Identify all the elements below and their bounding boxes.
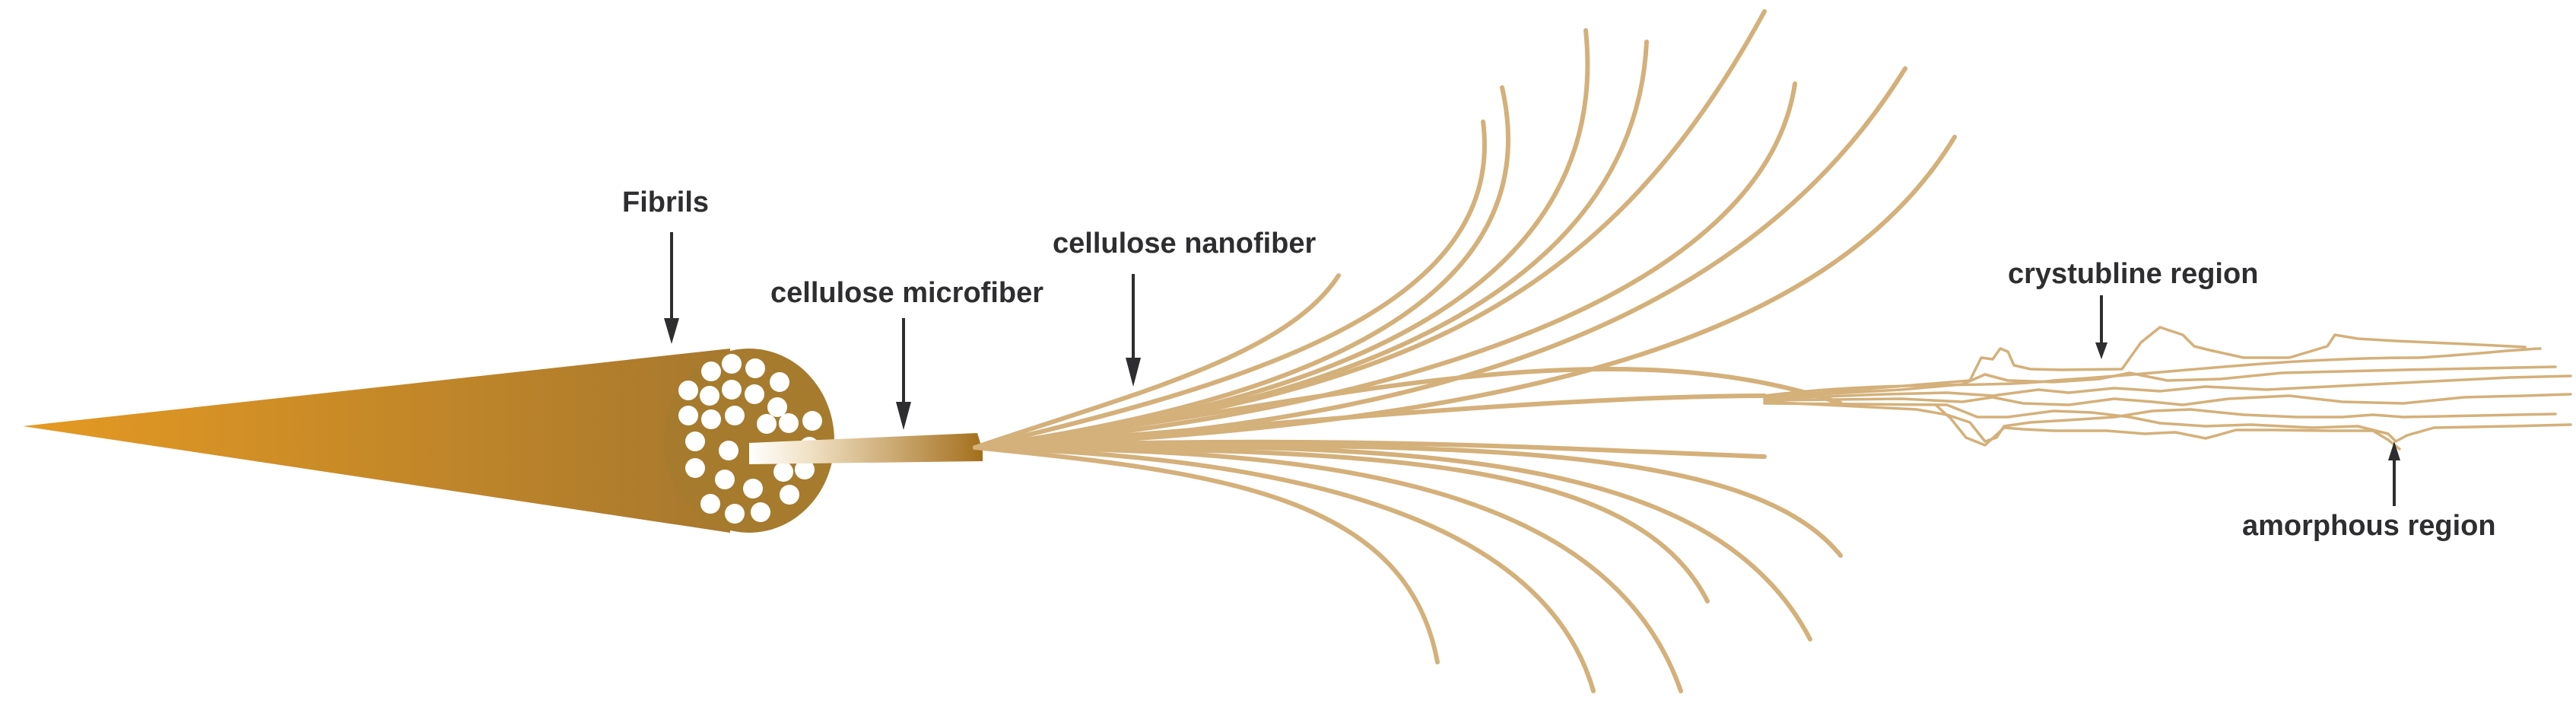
nanofiber-strand [973, 366, 1843, 450]
amorphous-region-label: amorphous region [2242, 510, 2496, 542]
nanofiber-strand [973, 443, 1843, 558]
fibril-holes [678, 354, 822, 524]
fibril-hole [795, 460, 815, 479]
fibril-line [1763, 393, 2572, 406]
fibril-line [1763, 365, 2557, 399]
crystalline-arrow [2095, 295, 2107, 359]
fibril-line [1763, 402, 2572, 443]
microfiber-arrow [896, 318, 911, 430]
fibril-hole [751, 502, 770, 522]
nanofiber-strand [973, 81, 1797, 450]
fibril-line [1763, 374, 2572, 400]
fibril-hole [685, 432, 705, 451]
nanofiber-strand [973, 119, 1487, 450]
fibril-hole [722, 354, 742, 374]
fibril-hole [770, 372, 789, 392]
fibril-hole [779, 413, 799, 433]
fibril-hole [700, 494, 720, 514]
nanofiber-label: cellulose nanofiber [1053, 228, 1317, 260]
fibril-hole [719, 441, 738, 460]
fibril-hole [701, 409, 721, 429]
fibril-hole [773, 462, 793, 482]
fibril-hole [715, 470, 735, 489]
nanofiber-strand [973, 439, 1767, 459]
microfiber-label: cellulose microfiber [770, 277, 1043, 309]
fibril-line [1934, 403, 2401, 451]
nanofiber-strand [973, 393, 1767, 450]
fibril-hole [767, 397, 787, 417]
fibril-hole [685, 458, 705, 478]
fibril-line [1763, 326, 2527, 399]
fibril-hole [701, 361, 721, 381]
fibril-hole [678, 406, 698, 425]
amorphous-arrow [2388, 441, 2400, 506]
nanofiber-strand [973, 273, 1341, 450]
nanofiber-strand [973, 445, 1596, 693]
microfiber-strand [749, 433, 983, 464]
elementary-fibril [1763, 326, 2572, 451]
fibril-hole [725, 504, 745, 524]
fibril-line [1763, 400, 2557, 443]
nanofiber-strand [973, 445, 1440, 664]
fibril-hole [722, 380, 742, 400]
nanofiber-strand [973, 135, 1957, 450]
nanofiber-strand [973, 445, 1710, 603]
fiber-bundle [23, 349, 834, 533]
crystalline-region-label: crystubline region [2008, 258, 2258, 290]
nanofiber-strands [973, 9, 1957, 693]
fibrils-label: Fibrils [622, 186, 709, 218]
fibril-hole [745, 384, 764, 404]
fibril-hole [802, 411, 822, 431]
fibril-hole [757, 414, 777, 434]
fiber-cone [23, 349, 730, 533]
fibrils-arrow [664, 232, 679, 344]
fibril-hole [745, 358, 765, 378]
nanofiber-strand [973, 85, 1510, 450]
fibril-hole [700, 386, 719, 406]
fibril-hole [780, 485, 799, 505]
fibril-hole [743, 479, 763, 498]
fibril-hole [725, 406, 745, 425]
fibril-hole [678, 381, 698, 400]
nanofiber-arrow [1126, 274, 1141, 387]
